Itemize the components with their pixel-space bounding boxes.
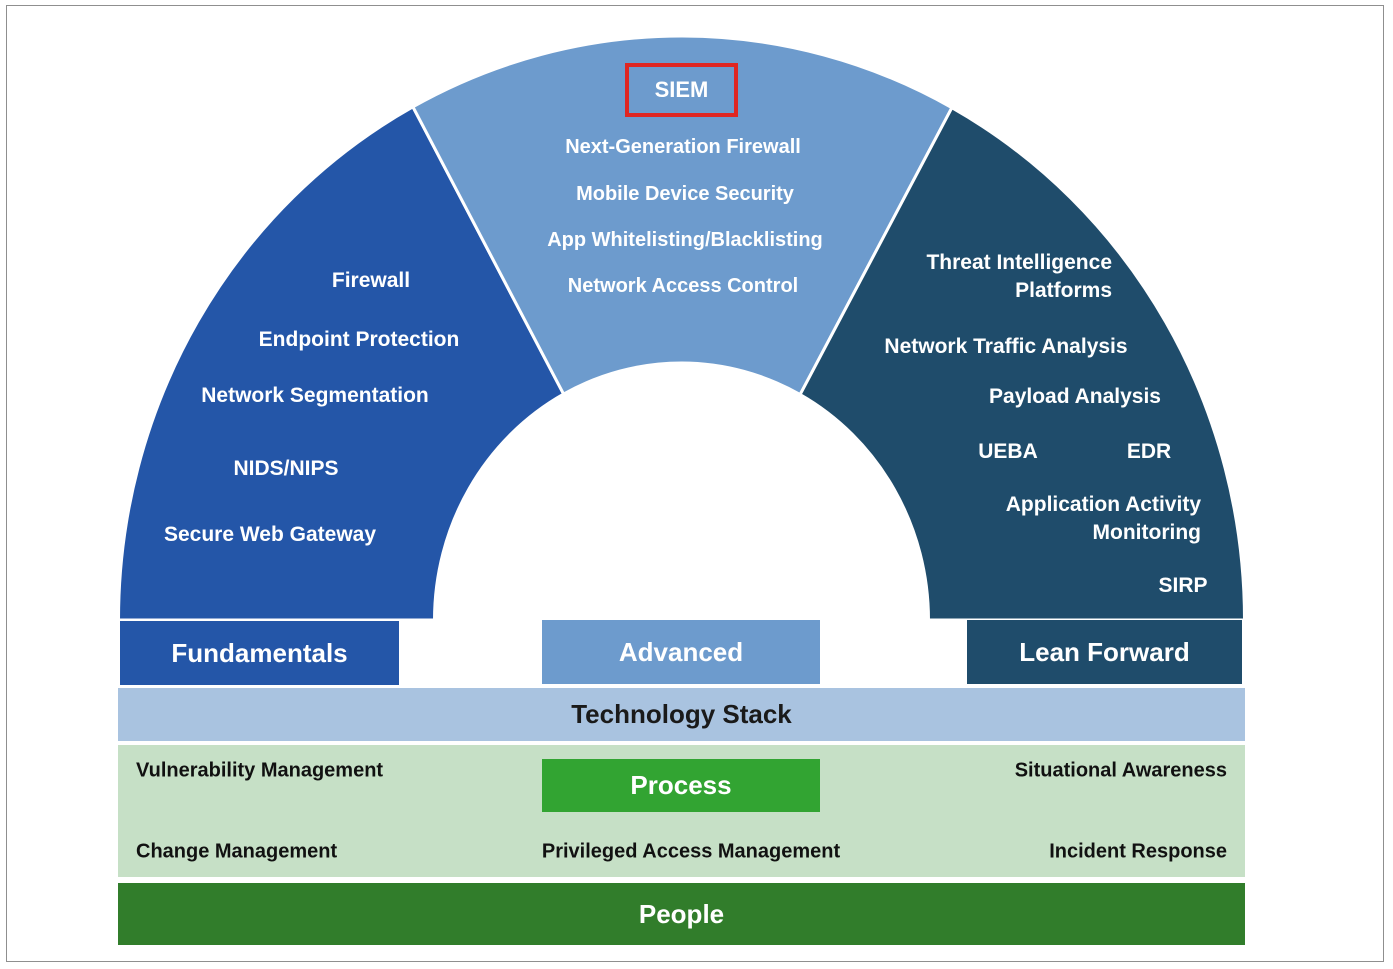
lean-forward-item: Payload Analysis	[989, 385, 1161, 408]
fundamentals-item: Endpoint Protection	[258, 328, 460, 351]
process-item: Situational Awareness	[1014, 759, 1227, 782]
people-label: People	[638, 898, 725, 929]
process-label: Process	[630, 770, 732, 800]
people-bar: People	[118, 883, 1245, 945]
lean-forward-item: Application Activity Monitoring	[1005, 493, 1201, 544]
band-label-advanced: Advanced	[542, 620, 820, 684]
band-label-lean-forward: Lean Forward	[967, 620, 1242, 684]
arch-segment-fundamentals	[116, 104, 566, 622]
fundamentals-item: NIDS/NIPS	[233, 457, 339, 480]
advanced-item: Next-Generation Firewall	[565, 136, 801, 158]
fundamentals-item: Network Segmentation	[201, 384, 429, 407]
fundamentals-item: Firewall	[331, 269, 411, 292]
process-item: Privileged Access Management	[541, 840, 841, 863]
lean-forward-item: Network Traffic Analysis	[884, 335, 1128, 358]
technology-stack-label: Technology Stack	[571, 699, 792, 729]
fundamentals-item: Secure Web Gateway	[163, 523, 377, 546]
lean-forward-item: EDR	[1126, 440, 1172, 463]
process-button: Process	[542, 759, 820, 812]
process-item: Vulnerability Management	[136, 759, 384, 782]
arch-segment-lean-forward	[798, 105, 1247, 622]
lean-forward-item: SIRP	[1158, 574, 1208, 597]
siem-label: SIEM	[654, 77, 709, 102]
siem-highlight-box: SIEM	[625, 63, 738, 117]
process-item: Incident Response	[1049, 840, 1227, 863]
advanced-item: Mobile Device Security	[576, 183, 794, 205]
lean-forward-item: UEBA	[978, 440, 1038, 463]
lean-forward-item: Threat Intelligence Platforms	[926, 251, 1112, 302]
technology-stack-bar: Technology Stack	[118, 688, 1245, 741]
process-item: Change Management	[136, 840, 338, 863]
advanced-item: Network Access Control	[567, 275, 799, 297]
arch-segment-advanced	[410, 34, 954, 397]
band-label-fundamentals: Fundamentals	[120, 621, 399, 685]
advanced-item: App Whitelisting/Blacklisting	[547, 229, 823, 251]
